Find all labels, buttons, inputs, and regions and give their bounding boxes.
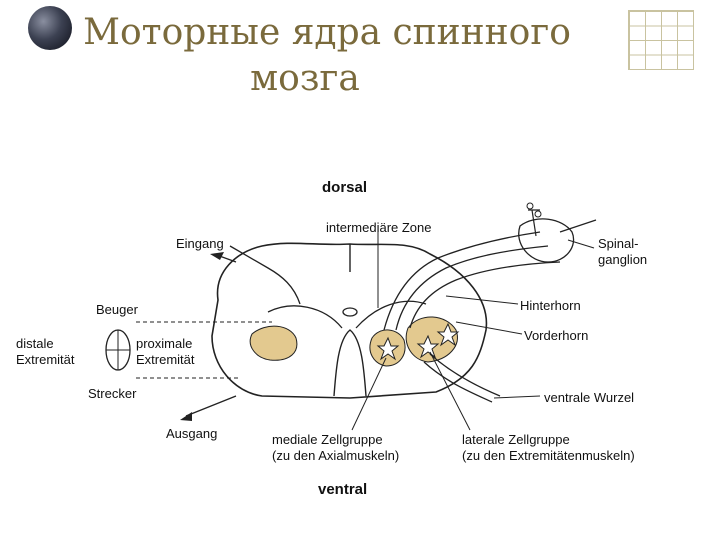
motor-neuron-star-1 [376,336,400,361]
leader-hinterhorn [445,295,519,305]
input-arrowhead [210,252,224,260]
label-hinterhorn: Hinterhorn [520,298,581,313]
ventral-median-fissure [333,329,367,397]
label-mediale-2: (zu den Axialmuskeln) [272,448,400,463]
spinal-cord-outline [211,242,488,399]
spinal-ganglion [518,218,575,263]
label-ventral: ventral [318,481,368,498]
output-fiber-arrow [185,395,237,417]
title-line-1: Моторные ядра спинного [83,12,571,53]
input-arrow-line [213,253,237,263]
globe-logo-icon [28,6,72,50]
lateral-nucleus-right [405,316,458,363]
label-eingang: Eingang [176,236,224,251]
output-arrowhead [180,412,192,421]
grid-decoration [628,10,694,70]
input-fiber-arrow [229,245,301,305]
motor-neuron-star-2 [416,334,440,359]
label-intermediate-zone: intermediäre Zone [326,220,432,235]
leader-spinalganglion [567,239,595,249]
label-ausgang: Ausgang [166,426,218,441]
receptor-dot-1 [526,202,534,210]
grey-matter-outline [267,300,427,329]
label-proximale-2: Extremität [136,352,195,367]
peripheral-nerve-ext [559,219,597,233]
label-distale-1: distale [16,336,54,351]
label-mediale-1: mediale Zellgruppe [272,432,383,447]
label-spinalganglion-1: Spinal- [598,236,639,251]
peripheral-nerve-top [528,209,540,237]
central-canal [342,307,358,317]
receptor-dot-2 [534,210,542,218]
label-dorsal: dorsal [322,179,368,196]
ventral-root [423,353,501,403]
motor-neuron-star-3 [436,322,460,347]
slide-title: Моторные ядра спинного мозга [0,10,720,102]
medial-nucleus-left [249,325,298,361]
label-laterale-2: (zu den Extremitätenmuskeln) [462,448,635,463]
dorsal-root-fibers [383,231,561,331]
label-vorderhorn: Vorderhorn [524,328,589,343]
label-proximale-1: proximale [136,336,193,351]
label-laterale-1: laterale Zellgruppe [462,432,570,447]
title-banner [0,0,720,70]
leader-vorderhorn [455,321,523,335]
leader-mediale [351,357,387,431]
label-spinalganglion-2: ganglion [598,252,648,267]
leader-laterale [429,351,471,431]
label-ventrale-wurzel: ventrale Wurzel [544,390,635,405]
label-beuger: Beuger [96,302,138,317]
limb-symbol-axes [106,330,130,370]
label-distale-2: Extremität [16,352,75,367]
leader-ventrale-wurzel [493,395,541,399]
title-line-2: мозга [250,58,360,99]
label-strecker: Strecker [88,386,137,401]
